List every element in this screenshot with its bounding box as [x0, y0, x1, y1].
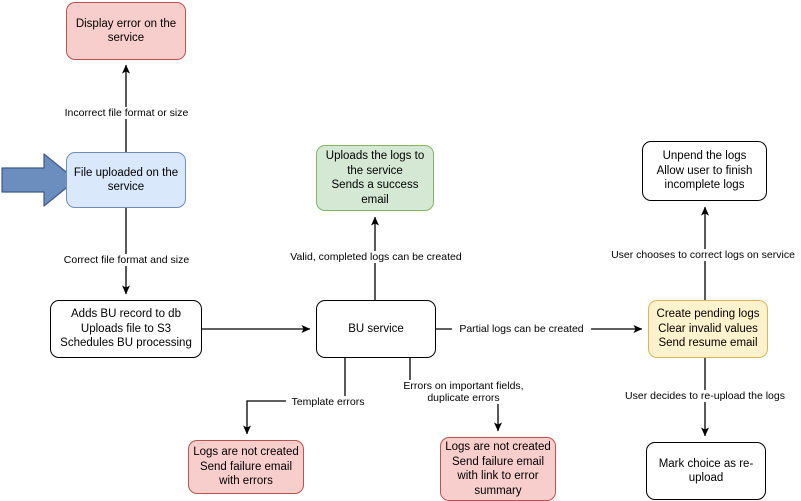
- edge-label-partial-logs: Partial logs can be created: [452, 323, 591, 335]
- node-file-uploaded[interactable]: File uploaded on the service: [66, 152, 186, 208]
- node-file-uploaded-label: File uploaded on the service: [73, 166, 179, 194]
- edge-label-user-corrects-logs: User chooses to correct logs on service: [605, 249, 801, 261]
- node-adds-bu-record-label: Adds BU record to db Uploads file to S3 …: [60, 308, 192, 350]
- node-adds-bu-record[interactable]: Adds BU record to db Uploads file to S3 …: [50, 300, 202, 358]
- entry-arrow-icon: [1, 153, 77, 207]
- node-logs-not-created-summary[interactable]: Logs are not created Send failure email …: [440, 437, 556, 501]
- edge-label-incorrect-file: Incorrect file format or size: [54, 107, 199, 119]
- node-bu-service-label: BU service: [348, 322, 404, 335]
- edge-label-user-reuploads: User decides to re-upload the logs: [619, 390, 791, 402]
- node-display-error-label: Display error on the service: [75, 17, 177, 45]
- node-logs-not-created-errors[interactable]: Logs are not created Send failure email …: [188, 440, 304, 494]
- edge-label-correct-file: Correct file format and size: [54, 254, 199, 266]
- edge-label-template-errors: Template errors: [286, 396, 370, 408]
- node-bu-service[interactable]: BU service: [316, 300, 436, 358]
- node-unpend-logs[interactable]: Unpend the logs Allow user to finish inc…: [642, 141, 767, 201]
- node-logs-not-created-errors-label: Logs are not created Send failure email …: [193, 446, 299, 488]
- node-logs-not-created-summary-label: Logs are not created Send failure email …: [445, 441, 551, 497]
- node-mark-choice-reupload-label: Mark choice as re- upload: [658, 457, 754, 485]
- node-display-error[interactable]: Display error on the service: [66, 2, 186, 60]
- edge-label-valid-completed-logs: Valid, completed logs can be created: [281, 251, 471, 263]
- node-create-pending-logs[interactable]: Create pending logs Clear invalid values…: [648, 300, 768, 358]
- node-mark-choice-reupload[interactable]: Mark choice as re- upload: [646, 442, 766, 500]
- node-create-pending-logs-label: Create pending logs Clear invalid values…: [656, 308, 760, 350]
- edge-label-errors-important-fields: Errors on important fields, duplicate er…: [392, 380, 535, 404]
- node-uploads-logs-success[interactable]: Uploads the logs to the service Sends a …: [316, 145, 434, 211]
- node-unpend-logs-label: Unpend the logs Allow user to finish inc…: [656, 150, 753, 192]
- node-uploads-logs-success-label: Uploads the logs to the service Sends a …: [325, 150, 425, 206]
